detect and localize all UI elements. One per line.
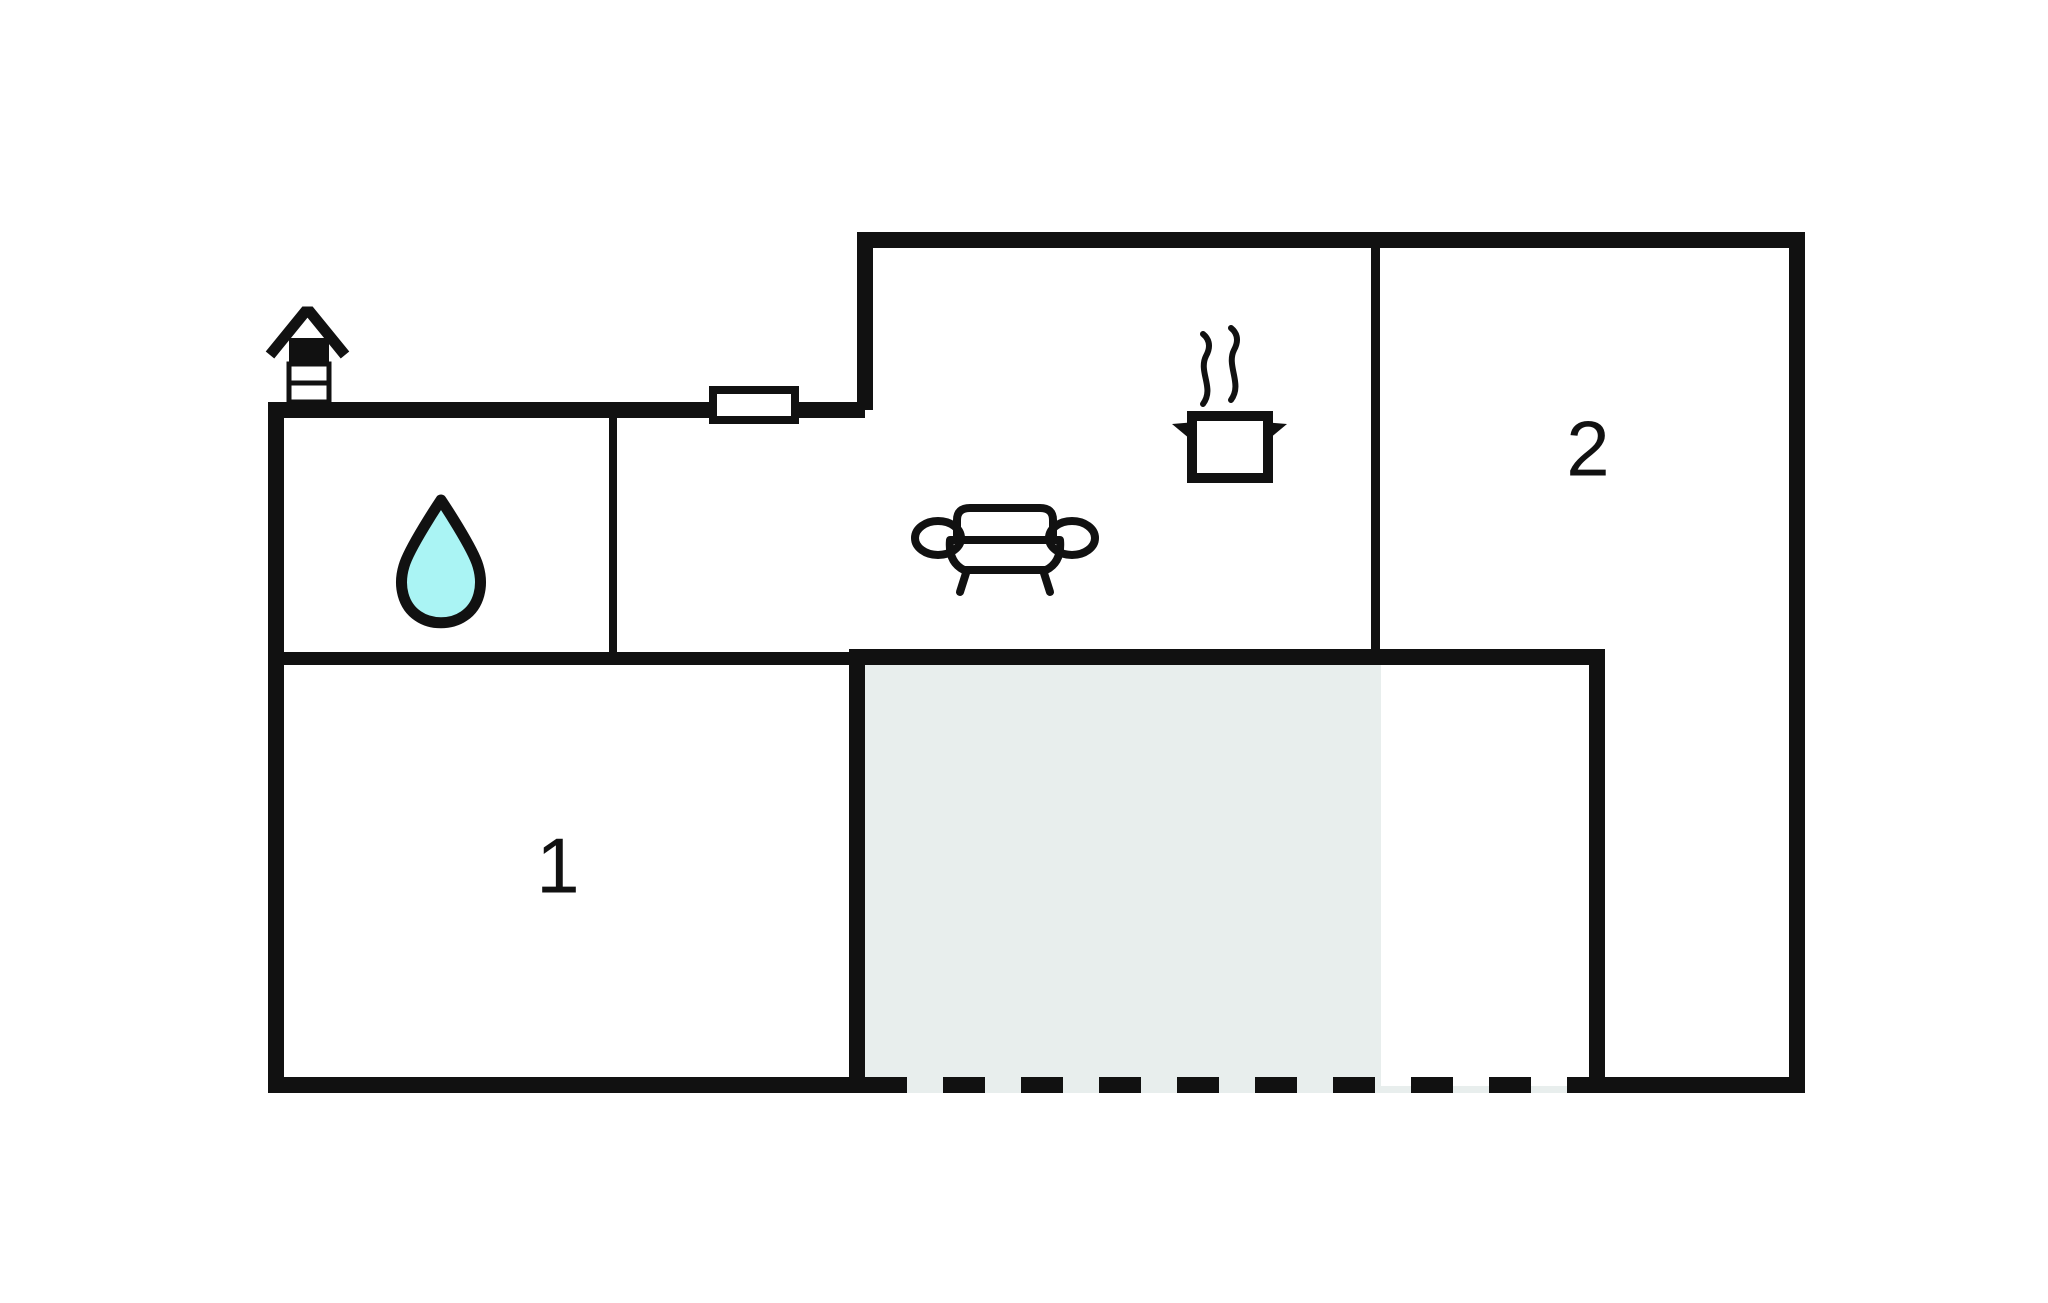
sofa-icon [911,504,1099,596]
chimney-top-band [289,338,329,364]
chimney-icon [265,306,350,405]
window-icon [709,386,799,424]
sofa-leg-left [956,566,971,596]
wall-exterior-top-left-b [793,402,865,418]
wall-interior-left-block-horizontal [276,652,865,665]
room-label-1: 1 [536,822,579,910]
wall-terrace-top [857,649,1605,665]
wall-terrace-right [1589,649,1605,1093]
hall-room-fill [618,410,850,654]
wall-exterior-bottom-right [1589,1077,1805,1093]
interior-walls [276,240,1380,665]
exterior-walls [268,232,1805,1093]
window-frame [709,386,799,424]
water-drop-shape [396,494,486,629]
living-kitchen-fill [865,240,1369,651]
wall-terrace-left [849,649,865,1093]
pot-body [1187,411,1273,483]
wall-exterior-right [1789,232,1805,1093]
room-label-2: 2 [1566,405,1609,493]
sofa-arm-left [911,517,965,559]
wall-interior-left-block-vertical [609,410,617,654]
water-drop-icon [396,494,486,629]
wall-interior-living-room2 [1371,240,1380,652]
chimney-pane-upper [286,361,332,386]
wall-exterior-top-upper [857,232,1805,248]
wall-exterior-bottom-left [268,1077,865,1093]
sofa-arm-right [1045,517,1099,559]
wall-exterior-top-left-a [268,402,715,418]
terrace-walls [849,649,1605,1093]
sofa-leg-right [1039,566,1054,596]
steam-wisp-left [1200,331,1212,407]
steam-wisp-right [1228,325,1240,403]
room-1-fill [276,668,850,1086]
wall-exterior-left [268,402,284,1093]
sofa-backrest [953,504,1057,541]
wall-exterior-step-vertical [857,232,873,410]
chimney-roof [265,306,350,359]
cooking-pot-icon [1172,325,1287,483]
chimney-pane-lower [286,380,332,405]
